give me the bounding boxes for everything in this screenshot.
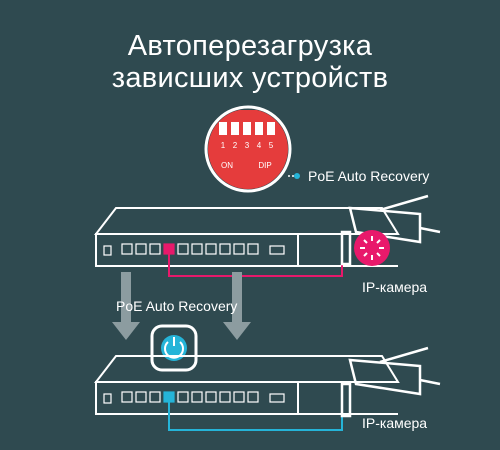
dip-switch-3	[243, 122, 251, 135]
down-arrow-left-head	[112, 322, 140, 340]
bottom-cable	[168, 402, 343, 431]
down-arrow-right-shaft	[232, 272, 242, 322]
dip-on-label: ON	[221, 161, 233, 170]
dip-number-2: 2	[233, 141, 238, 150]
dip-switch-label: PoE Auto Recovery	[308, 168, 430, 184]
bottom-camera-label: IP-камера	[362, 415, 428, 431]
dip-switch-2	[231, 122, 239, 135]
bottom-camera	[340, 346, 441, 418]
top-switch-power-port	[103, 245, 112, 256]
down-arrow-left-shaft	[121, 272, 131, 322]
arrows-label: PoE Auto Recovery	[116, 298, 238, 314]
power-cycle-magnifier	[150, 324, 198, 372]
dip-switch-4	[255, 122, 263, 135]
dip-dip-label: DIP	[258, 161, 271, 170]
down-arrows	[112, 272, 251, 340]
dip-number-5: 5	[269, 141, 274, 150]
dip-switch-5	[267, 122, 275, 135]
bottom-switch-ports	[121, 391, 285, 403]
dip-leader-dot	[294, 173, 300, 179]
dip-number-1: 1	[221, 141, 226, 150]
dip-number-4: 4	[257, 141, 262, 150]
dip-number-3: 3	[245, 141, 250, 150]
top-camera	[340, 194, 441, 266]
bottom-switch	[93, 355, 400, 415]
top-switch-front	[95, 233, 299, 267]
top-camera-fault-indicator	[354, 230, 390, 266]
top-camera-label: IP-камера	[362, 279, 428, 295]
title-line-1: Автоперезагрузка	[127, 30, 373, 62]
title-line-2: зависших устройств	[111, 62, 389, 94]
dip-switch-magnifier: 1 2 3 4 5 ON DIP	[204, 105, 300, 193]
dip-switch-1	[219, 122, 227, 135]
down-arrow-right-head	[223, 322, 251, 340]
loading-icon	[360, 236, 384, 260]
top-switch-ports	[121, 243, 285, 255]
